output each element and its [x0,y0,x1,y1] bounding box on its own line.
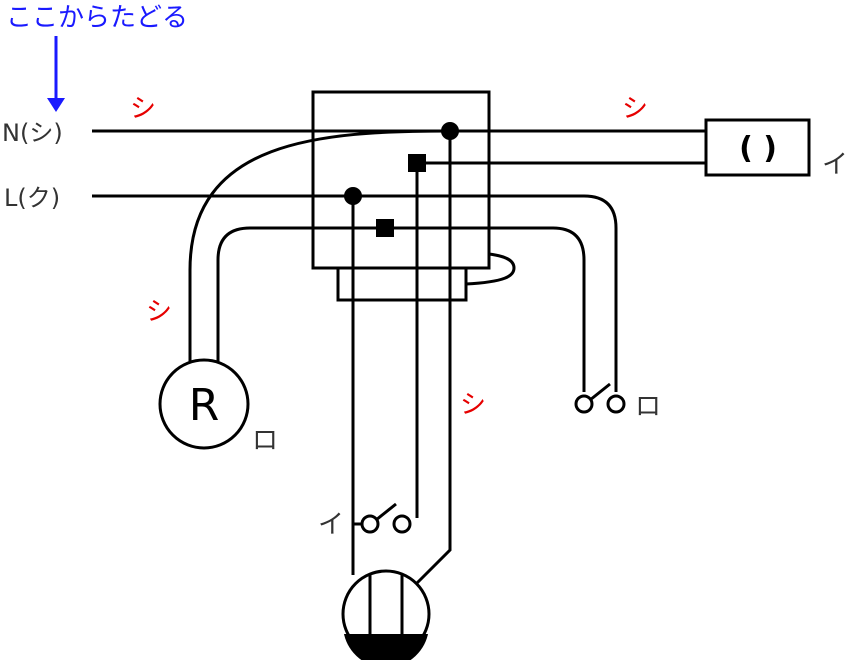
wire-lamp-r-inner [216,226,586,392]
switch-i-label: イ [318,510,344,540]
wires [92,129,706,586]
start-label: ここからたどる [6,3,188,33]
lamp-r [158,358,250,450]
wire-mark-n-right: シ [622,94,648,124]
start-arrowhead [47,98,65,112]
junction-box [311,90,491,270]
switch-ro-label: ロ [635,392,661,422]
wire-mark-n-left: シ [130,94,156,124]
lamp-box [704,118,811,177]
switch-i-lever [375,502,397,522]
wire-down-3 [414,131,452,586]
switch-i-terminal-left [360,514,380,534]
lamp-box-label: イ [822,150,848,180]
l-line-label: L(ク) [4,184,60,212]
lamp-r-symbol: R [189,380,220,431]
wire-l [92,194,618,392]
outlet-fill [344,634,428,660]
switch-ro-terminal-right [606,394,626,414]
junction-node-l [344,187,362,205]
switch-i-terminal-right [392,514,412,534]
wire-mark-down: シ [460,390,486,420]
junction-square-2 [376,219,394,237]
wire-lamp-r-outer [188,129,451,362]
lamp-box-text: ( ) [739,131,777,166]
switch-ro-lever [589,382,611,402]
lamp-r-label: ロ [252,426,278,456]
junction-square-1 [408,154,426,172]
wire-mark-lamp-r: シ [146,297,172,327]
n-line-label: N(シ) [2,119,63,147]
junction-box-bottom [336,266,468,302]
switch-ro-terminal-left [574,394,594,414]
junction-node-n [441,122,459,140]
ground-loop [465,252,516,286]
